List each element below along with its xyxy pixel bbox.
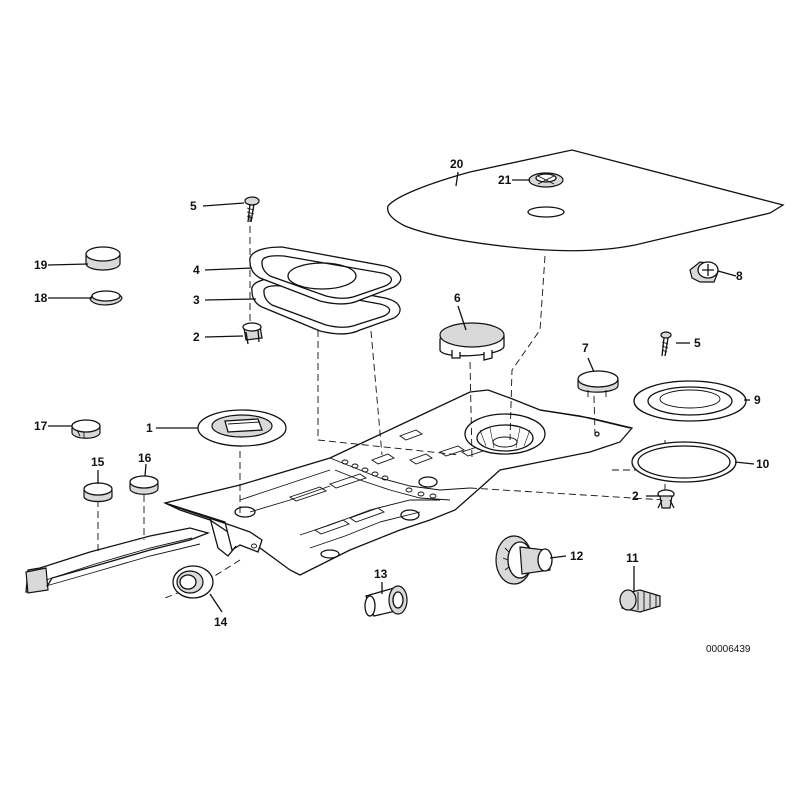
callout-18[interactable]: 18 (34, 291, 48, 305)
part-19-plug[interactable] (85, 246, 121, 271)
part-1-grommet[interactable] (197, 409, 287, 447)
part-9-ring[interactable] (633, 380, 747, 422)
part-21-plug[interactable] (528, 172, 564, 188)
part-14-grommet[interactable] (172, 565, 214, 599)
part-6-plug[interactable] (439, 322, 505, 361)
callout-19[interactable]: 19 (34, 258, 48, 272)
callout-11[interactable]: 11 (626, 551, 639, 565)
part-8-screw[interactable] (689, 261, 719, 283)
callout-9[interactable]: 9 (754, 393, 761, 407)
part-10-ring[interactable] (631, 441, 737, 483)
part-4-cover[interactable] (249, 246, 402, 305)
callout-2-left[interactable]: 2 (193, 330, 200, 344)
callout-13[interactable]: 13 (374, 567, 388, 581)
part-2-clip-left[interactable] (242, 322, 263, 345)
diagram-reference-number: 00006439 (706, 644, 751, 655)
callout-5-upper[interactable]: 5 (190, 199, 197, 213)
part-5-screw-right[interactable] (660, 331, 672, 357)
part-18-cap[interactable] (89, 290, 123, 306)
callout-21[interactable]: 21 (498, 173, 512, 187)
callout-8[interactable]: 8 (736, 269, 743, 283)
callout-6[interactable]: 6 (454, 291, 461, 305)
front-runner (25, 527, 211, 594)
callout-12[interactable]: 12 (570, 549, 584, 563)
floor-tray (163, 389, 634, 576)
callout-1[interactable]: 1 (146, 421, 153, 435)
callout-20[interactable]: 20 (450, 157, 464, 171)
callout-labels: 1 2 2 3 4 5 5 6 7 8 9 10 11 12 13 14 15 … (34, 157, 770, 655)
part-2-clip-right[interactable] (657, 489, 675, 509)
callout-3[interactable]: 3 (193, 293, 200, 307)
part-11-bolt[interactable] (619, 589, 661, 613)
callout-15[interactable]: 15 (91, 455, 105, 469)
callout-5-right[interactable]: 5 (694, 336, 701, 350)
leader-lines (47, 171, 755, 613)
part-17-plug[interactable] (71, 419, 101, 439)
part-13-bushing[interactable] (364, 585, 408, 617)
part-12-grommet[interactable] (495, 535, 553, 585)
callout-10[interactable]: 10 (756, 457, 770, 471)
part-15-plug[interactable] (83, 482, 113, 503)
part-7-cap[interactable] (577, 370, 619, 397)
callout-7[interactable]: 7 (582, 341, 589, 355)
callout-14[interactable]: 14 (214, 615, 228, 629)
callout-17[interactable]: 17 (34, 419, 48, 433)
part-16-plug[interactable] (129, 475, 159, 495)
part-20-floor-panel[interactable] (387, 149, 785, 252)
callout-16[interactable]: 16 (138, 451, 152, 465)
part-5-screw-upper[interactable] (244, 196, 260, 223)
callout-2-right[interactable]: 2 (632, 489, 639, 503)
callout-4[interactable]: 4 (193, 263, 200, 277)
